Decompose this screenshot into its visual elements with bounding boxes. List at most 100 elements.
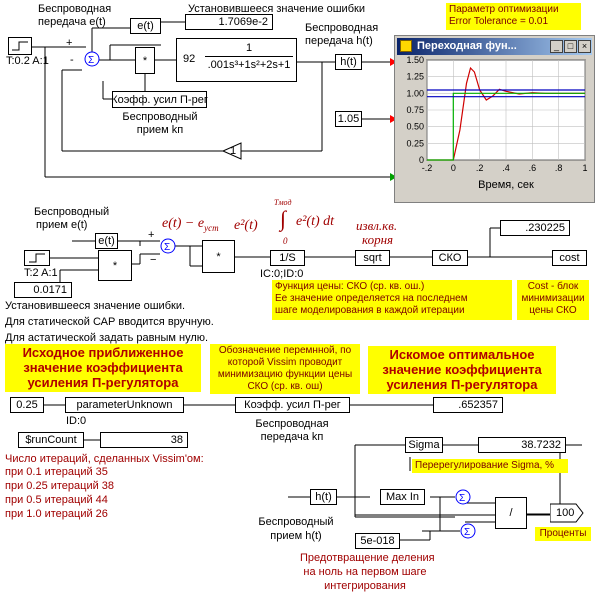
sum-sign-plus: + <box>66 37 73 49</box>
initial-note-line3: усиления П-регулятора <box>27 375 179 390</box>
sqrt-label-1: извл.кв. <box>356 218 398 233</box>
mid-multiply-block[interactable]: * <box>98 250 132 281</box>
percent-note: Проценты <box>535 527 591 541</box>
cost-block[interactable]: cost <box>552 250 587 266</box>
y-tick-label: 1.00 <box>406 88 424 98</box>
sigma-note: Перерегулирование Sigma, % <box>412 459 568 473</box>
err-block[interactable]: e(t) <box>130 18 161 34</box>
math-int-body: e²(t) dt <box>296 214 335 229</box>
sigma-sum-top-icon[interactable]: Σ <box>455 489 471 505</box>
svg-text:Σ: Σ <box>164 242 170 253</box>
integrator-ic: IC:0;ID:0 <box>260 268 304 280</box>
maximize-icon[interactable]: □ <box>564 40 577 53</box>
iter-text-5: при 1.0 итераций 26 <box>5 508 108 520</box>
sigma-sum-bottom-icon[interactable]: Σ <box>460 523 476 539</box>
close-icon[interactable]: × <box>578 40 591 53</box>
math-diff-sub: уст <box>204 222 219 233</box>
svg-text:Σ: Σ <box>459 493 465 504</box>
minimize-icon[interactable]: _ <box>550 40 563 53</box>
cost-note-line1: Cost - блок <box>527 281 579 292</box>
transfer-function-block[interactable]: 92 1 .001s³+1s²+2s+1 <box>176 38 297 82</box>
iter-text-4: при 0.5 итераций 44 <box>5 494 108 506</box>
y-tick-label: 1.50 <box>406 56 424 65</box>
et-block[interactable]: e(t) <box>95 233 118 249</box>
initial-approx-note: Исходное приближенное значение коэффицие… <box>5 344 201 392</box>
summing-junction-icon[interactable]: Σ <box>84 51 100 67</box>
tf-den: .001s³+1s²+2s+1 <box>207 59 291 71</box>
runcount-display: 38 <box>100 432 188 448</box>
x-tick-label: 0 <box>451 163 456 173</box>
div-note-1: Предотвращение деления <box>300 552 435 564</box>
mid-sum-plus: + <box>148 229 155 241</box>
iter-text-1: Число итераций, сделанных Vissim'ом: <box>5 453 204 465</box>
mid-step-icon[interactable] <box>24 250 50 266</box>
kp-block[interactable]: Коэфф. усил П-рег <box>111 91 208 108</box>
integrator-block[interactable]: 1/S <box>270 250 305 266</box>
div-note-2: на ноль на первом шаге <box>303 566 427 578</box>
tolerance-note: Параметр оптимизации Error Tolerance = 0… <box>446 3 581 30</box>
div-note-3: интегрирования <box>324 580 406 592</box>
optimal-value-display: .652357 <box>433 397 503 413</box>
vissim-note-line3: минимизацию функции цены <box>217 369 353 380</box>
math-int-top: Tмод <box>274 198 292 207</box>
sqrt-block[interactable]: sqrt <box>355 250 390 266</box>
sigma-ht-block[interactable]: h(t) <box>310 489 337 505</box>
init-value-block[interactable]: 0.25 <box>10 397 44 413</box>
wireless-e-label-1: Беспроводный <box>34 206 110 218</box>
iter-text-3: при 0.25 итераций 38 <box>5 480 115 492</box>
tolerance-note-line1: Параметр оптимизации <box>449 4 559 15</box>
initial-note-line2: значение коэффициента <box>23 360 183 375</box>
mid-summing-junction-icon[interactable]: Σ <box>160 238 176 254</box>
ht-block[interactable]: h(t) <box>335 54 362 70</box>
percent-gain-icon[interactable] <box>550 503 584 523</box>
step-icon[interactable] <box>8 37 32 55</box>
x-tick-label: .4 <box>502 163 510 173</box>
iter-text-2: при 0.1 итераций 35 <box>5 466 108 478</box>
parameter-unknown-block[interactable]: parameterUnknown <box>65 397 184 413</box>
steady-err-label: Установившееся значение ошибки <box>188 3 365 15</box>
kp-transmit-block[interactable]: Коэфф. усил П-рег <box>235 397 350 413</box>
sigma-wireless-label-2: прием h(t) <box>270 530 322 542</box>
maxin-block[interactable]: Max In <box>380 489 425 505</box>
math-int-bottom: 0 <box>283 236 288 246</box>
static-text-3: Для астатической задать равным нулю. <box>5 332 209 344</box>
optimal-note-line2: значение коэффициента <box>382 362 542 377</box>
x-tick-label: .6 <box>529 163 537 173</box>
wireless-err-label-1: Беспроводная <box>38 3 112 15</box>
runcount-block[interactable]: $runCount <box>18 432 84 448</box>
eps-block[interactable]: 5e-018 <box>355 533 400 549</box>
divide-block[interactable]: / <box>495 497 527 529</box>
y-tick-label: 1.25 <box>406 72 424 82</box>
sko-block[interactable]: СКО <box>432 250 468 266</box>
sigma-link <box>443 444 478 446</box>
svg-text:Σ: Σ <box>88 55 94 66</box>
svg-text:Σ: Σ <box>464 527 470 538</box>
gain-triangle-icon[interactable] <box>222 142 242 160</box>
sqrt-label-2: корня <box>362 232 394 247</box>
cost-function-note: Функция цены: СКО (ср. кв. ош.) Ее значе… <box>272 280 512 320</box>
x-tick-label: .2 <box>476 163 484 173</box>
initial-note-line1: Исходное приближенное <box>22 345 184 360</box>
x-tick-label: .8 <box>555 163 563 173</box>
wireless-kp-label-1: Беспроводный <box>122 111 198 123</box>
wireless-h-label-2: передача h(t) <box>305 35 373 47</box>
wireless-e-label-2: прием e(t) <box>36 219 88 231</box>
sigma-value-display: 38.7232 <box>478 437 566 453</box>
tf-gain: 92 <box>183 53 196 65</box>
static-text-2: Для статической САР вводится вручную. <box>5 316 214 328</box>
gain-100-value: 100 <box>556 507 575 519</box>
wireless-kp-label-2: прием kп <box>136 124 184 136</box>
gain-1-value: 1 <box>230 145 237 157</box>
err-value-display: 1.7069e-2 <box>185 14 273 30</box>
optimal-note-line3: усиления П-регулятора <box>386 377 538 392</box>
math-square: e²(t) <box>234 218 258 233</box>
math-error-diff: e(t) − eуст <box>162 216 219 233</box>
sko-value-display: .230225 <box>500 220 570 236</box>
const-105-block[interactable]: 1.05 <box>335 111 362 127</box>
multiply-block[interactable]: * <box>135 47 155 74</box>
sigma-block[interactable]: Sigma <box>405 437 443 453</box>
x-tick-label: -.2 <box>422 163 433 173</box>
square-multiply-block[interactable]: * <box>202 240 235 273</box>
y-tick-label: 0.50 <box>406 122 424 132</box>
